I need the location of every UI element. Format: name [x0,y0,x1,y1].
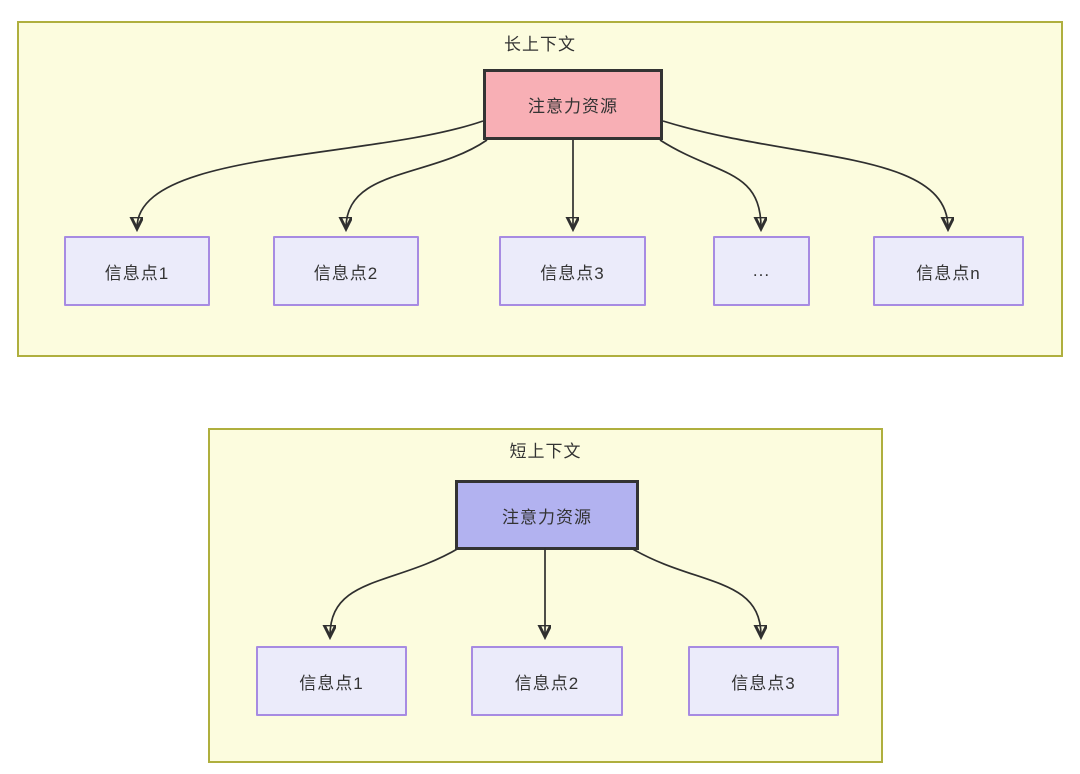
node-label: 信息点3 [540,263,605,283]
long-context-attention-box: 注意力资源 [483,69,663,140]
short-context-node-1: 信息点1 [256,646,407,716]
node-label: 信息点n [916,263,981,283]
long-context-node-1: 信息点1 [64,236,210,306]
long-context-node-2: 信息点2 [273,236,419,306]
node-label: 信息点2 [313,263,379,283]
node-label: ... [752,261,771,280]
node-label: 信息点1 [299,673,364,693]
short-context-node-2: 信息点2 [471,646,623,716]
long-context-attention-label: 注意力资源 [528,97,618,116]
node-label: 信息点3 [731,673,796,693]
node-label: 信息点2 [514,673,580,693]
node-label: 信息点1 [104,263,170,283]
long-context-title: 长上下文 [504,35,576,54]
short-context-attention-label: 注意力资源 [502,507,592,527]
short-context-node-3: 信息点3 [688,646,839,716]
short-context-attention-box: 注意力资源 [455,480,639,550]
long-context-node-3: 信息点3 [499,236,646,306]
long-context-node-ellipsis: ... [713,236,810,306]
short-context-panel: 短上下文 注意力资源 信息点1 信息点2 信息点3 [208,428,883,763]
long-context-node-n: 信息点n [873,236,1024,306]
short-context-title: 短上下文 [509,442,582,461]
